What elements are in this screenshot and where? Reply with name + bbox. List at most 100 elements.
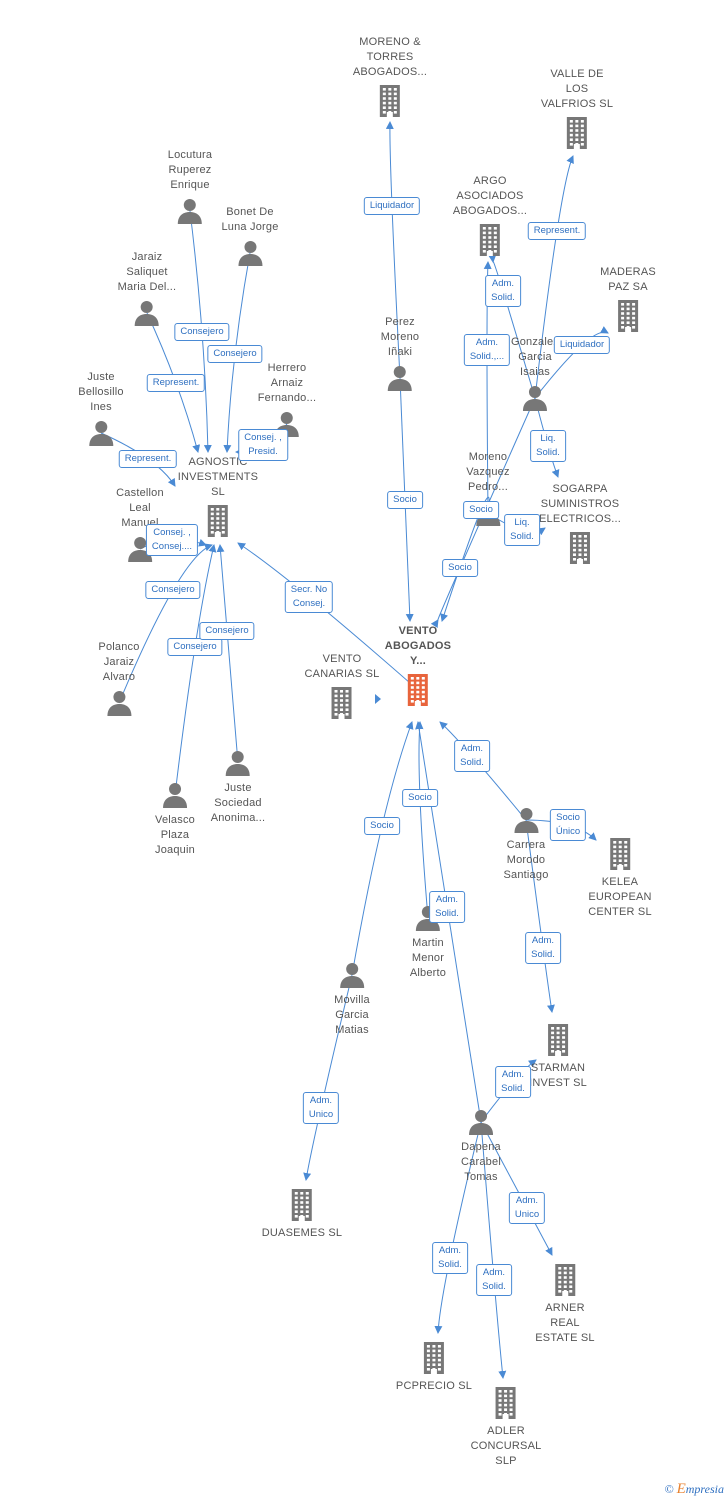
building-icon [305,686,380,720]
node-label: VALLE DE LOS VALFRIOS SL [540,68,614,110]
person-node-perez[interactable]: Perez Moreno Iñaki [381,315,420,392]
edge-label[interactable]: Consej. , Consej.... [145,524,199,556]
person-node-bonet[interactable]: Bonet De Luna Jorge [221,205,278,267]
person-node-jaraiz-saliquet[interactable]: Jaraiz Saliquet Maria Del... [118,250,177,327]
edge-martin-to-vento [415,721,429,919]
company-node-starman[interactable]: STARMAN INVEST SL [529,1023,587,1091]
node-label: Herrero Arnaiz Fernando... [257,362,317,404]
edge-label[interactable]: Adm. Solid. [432,1242,468,1274]
company-node-maderas[interactable]: MADERAS PAZ SA [600,265,656,333]
building-icon [262,1188,342,1222]
person-node-carrera[interactable]: Carrera Morodo Santiago [503,806,548,883]
edge-label[interactable]: Adm. Solid. [485,275,521,307]
edge-label[interactable]: Secr. No Consej. [284,581,334,613]
person-icon [98,689,139,717]
building-icon [396,1341,472,1375]
company-node-adler[interactable]: ADLER CONCURSAL SLP [471,1386,542,1469]
edge-label[interactable]: Consej. , Presid. [238,429,288,461]
edge-label[interactable]: Adm. Solid. [454,740,490,772]
person-node-dapena[interactable]: Dapena Carabel Tomas [461,1108,501,1185]
edge-label[interactable]: Adm. Solid.,... [463,334,511,366]
building-icon [539,531,621,565]
node-label: Locutura Ruperez Enrique [167,149,213,191]
edge-label[interactable]: Adm. Solid. [476,1264,512,1296]
node-label: AGNOSTIC INVESTMENTS SL [177,456,259,498]
company-node-sogarpa[interactable]: SOGARPA SUMINISTROS ELECTRICOS... [539,482,621,565]
company-node-duasemes[interactable]: DUASEMES SL [262,1188,342,1241]
edge-label[interactable]: Liquidador [363,197,421,215]
building-icon [385,673,451,707]
edge-label[interactable]: Consejero [145,581,201,599]
node-label: Bonet De Luna Jorge [221,206,279,233]
edge-juste-sa-to-agnostic [216,544,239,764]
person-node-gonzalez[interactable]: Gonzalez Garcia Isaias [511,335,559,412]
node-label: Jaraiz Saliquet Maria Del... [117,251,177,293]
person-node-juste-bellosillo[interactable]: Juste Bellosillo Ines [78,370,124,447]
edge-label[interactable]: Socio [364,817,400,835]
building-icon [535,1263,594,1297]
person-icon [118,299,177,327]
node-label: ARNER REAL ESTATE SL [535,1302,595,1344]
company-node-kelea[interactable]: KELEA EUROPEAN CENTER SL [588,837,652,920]
edge-label[interactable]: Consejero [174,323,230,341]
node-label: MORENO & TORRES ABOGADOS... [352,36,428,78]
person-node-velasco[interactable]: Velasco Plaza Joaquin [155,781,195,858]
company-node-argo[interactable]: ARGO ASOCIADOS ABOGADOS... [453,174,527,257]
edge-label[interactable]: Consejero [207,345,263,363]
person-node-juste-sa[interactable]: Juste Sociedad Anonima... [211,749,266,826]
node-label: Gonzalez Garcia Isaias [510,336,560,378]
person-node-herrero[interactable]: Herrero Arnaiz Fernando... [258,361,316,438]
edge-label[interactable]: Socio [402,789,438,807]
company-node-valle[interactable]: VALLE DE LOS VALFRIOS SL [541,67,613,150]
node-label: PCPRECIO SL [395,1380,473,1392]
person-icon [211,749,266,777]
building-icon [588,837,652,871]
node-label: SOGARPA SUMINISTROS ELECTRICOS... [538,483,622,525]
company-node-moreno-torres[interactable]: MORENO & TORRES ABOGADOS... [353,35,427,118]
edge-label[interactable]: Represent. [146,374,206,392]
node-label: ADLER CONCURSAL SLP [470,1425,542,1467]
person-icon [461,1108,501,1136]
edge-label[interactable]: Adm. Unico [302,1092,340,1124]
node-label: DUASEMES SL [261,1227,343,1239]
person-node-locutura[interactable]: Locutura Ruperez Enrique [168,148,212,225]
person-node-moreno-vazquez[interactable]: Moreno Vazquez Pedro... [466,450,510,527]
person-icon [155,781,195,809]
edge-label[interactable]: Liquidador [553,336,611,354]
edge-label[interactable]: Adm. Solid. [429,891,465,923]
person-icon [503,806,548,834]
edge-label[interactable]: Socio Único [549,809,587,841]
edge-label[interactable]: Adm. Solid. [495,1066,531,1098]
company-node-vento-canarias[interactable]: VENTO CANARIAS SL [305,652,380,720]
node-label: VENTO ABOGADOS Y... [384,625,452,667]
person-icon [381,364,420,392]
company-node-agnostic[interactable]: AGNOSTIC INVESTMENTS SL [178,455,258,538]
edge-label[interactable]: Socio [387,491,423,509]
company-node-pcprecio[interactable]: PCPRECIO SL [396,1341,472,1394]
node-label: Polanco Jaraiz Alvaro [98,641,140,683]
edge-label[interactable]: Liq. Solid. [530,430,566,462]
link-arrow-icon [375,694,381,704]
company-node-vento[interactable]: VENTO ABOGADOS Y... [385,624,451,707]
person-icon [334,961,370,989]
brand-initial: E [676,1481,686,1497]
edge-label[interactable]: Adm. Solid. [525,932,561,964]
edge-label[interactable]: Represent. [527,222,587,240]
edge-label[interactable]: Consejero [199,622,255,640]
edge-movilla-to-vento [351,721,414,976]
building-icon [541,116,613,150]
edge-label[interactable]: Adm. Unico [508,1192,546,1224]
person-node-polanco[interactable]: Polanco Jaraiz Alvaro [98,640,139,717]
company-node-arner[interactable]: ARNER REAL ESTATE SL [535,1263,595,1346]
edge-label[interactable]: Socio [442,559,478,577]
edge-label[interactable]: Socio [463,501,499,519]
edge-label[interactable]: Consejero [167,638,223,656]
edge-label[interactable]: Represent. [118,450,178,468]
node-label: MADERAS PAZ SA [600,266,656,293]
person-icon [221,239,278,267]
edge-label[interactable]: Liq. Solid. [504,514,540,546]
person-node-movilla[interactable]: Movilla Garcia Matias [334,961,370,1038]
building-icon [529,1023,587,1057]
